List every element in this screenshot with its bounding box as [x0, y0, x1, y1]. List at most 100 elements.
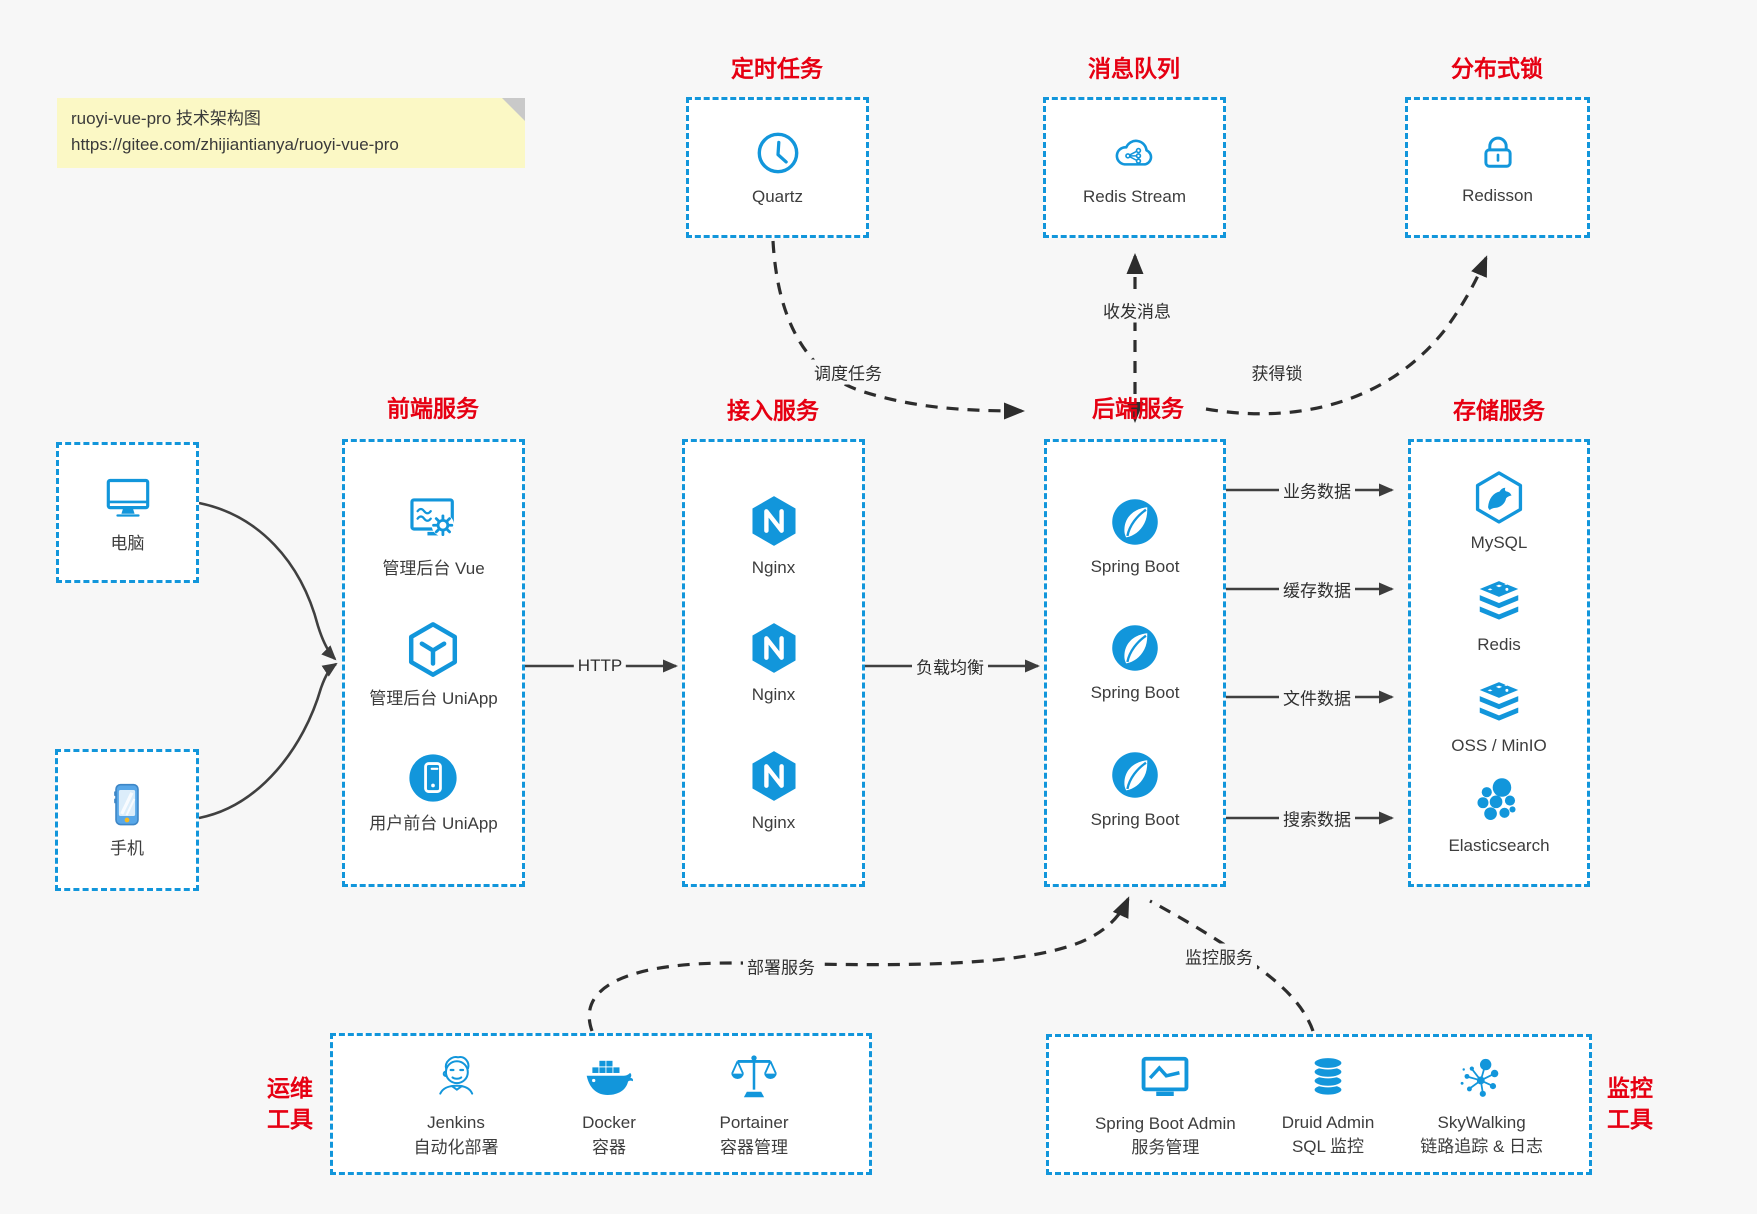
edge-label-deploy-service: 部署服务: [743, 953, 819, 979]
node-label-springboot-3: Spring Boot: [1090, 809, 1180, 829]
cloud-stream-icon: [1105, 127, 1163, 179]
edge-deploy-service: [587, 896, 1130, 1032]
group-title-scheduled: 定时任务: [731, 55, 823, 82]
node-mysql: MySQL: [1470, 469, 1528, 554]
node-sublabel-docker: 容器: [592, 1137, 626, 1157]
node-druid-admin: Druid Admin SQL 监控: [1281, 1051, 1375, 1158]
edge-schedule-task: [771, 240, 1025, 420]
box-phone-client: 手机: [55, 749, 199, 891]
node-label-druid-admin: Druid Admin: [1281, 1112, 1375, 1132]
node-docker: Docker 容器: [579, 1049, 639, 1158]
group-title-monitoring: 监控 工具: [1607, 1073, 1653, 1135]
skywalking-icon: [1456, 1051, 1508, 1105]
note-title: ruoyi-vue-pro 技术架构图: [71, 109, 261, 128]
node-spring-boot-admin: Spring Boot Admin 服务管理: [1095, 1050, 1236, 1159]
redis-icon: [1471, 571, 1527, 627]
box-scheduled: Quartz: [686, 97, 869, 238]
node-nginx-2: Nginx: [747, 619, 801, 706]
oss-minio-icon: [1471, 672, 1527, 728]
node-springboot-1: Spring Boot: [1090, 495, 1180, 578]
docker-icon: [579, 1049, 639, 1105]
group-title-lock: 分布式锁: [1451, 55, 1543, 82]
node-label-redis-stream: Redis Stream: [1083, 186, 1186, 206]
node-user-uniapp: 用户前台 UniApp: [369, 750, 498, 835]
node-sublabel-jenkins: 自动化部署: [413, 1137, 499, 1157]
node-springboot-3: Spring Boot: [1090, 748, 1180, 831]
node-nginx-3: Nginx: [747, 747, 801, 834]
node-quartz: Quartz: [752, 127, 804, 208]
node-redis-stream: Redis Stream: [1083, 127, 1186, 208]
edge-label-send-receive-message: 收发消息: [1099, 297, 1175, 323]
node-label-oss-minio: OSS / MinIO: [1451, 736, 1547, 756]
edge-label-business-data: 业务数据: [1279, 477, 1355, 503]
node-phone: 手机: [101, 779, 153, 860]
ops-title-line2: 工具: [267, 1106, 313, 1132]
node-label-jenkins: Jenkins: [427, 1113, 485, 1133]
ops-title-line1: 运维: [267, 1074, 313, 1101]
node-admin-uniapp: 管理后台 UniApp: [369, 619, 498, 710]
node-label-mysql: MySQL: [1470, 532, 1528, 552]
admin-vue-icon: [403, 491, 465, 551]
node-springboot-2: Spring Boot: [1090, 621, 1180, 704]
druid-icon: [1302, 1051, 1354, 1105]
box-lock: Redisson: [1405, 97, 1590, 238]
node-jenkins: Jenkins 自动化部署: [414, 1049, 499, 1158]
node-sublabel-spring-boot-admin: 服务管理: [1131, 1138, 1200, 1157]
monitoring-title-line1: 监控: [1607, 1074, 1653, 1101]
node-label-spring-boot-admin: Spring Boot Admin: [1094, 1113, 1236, 1133]
node-sublabel-skywalking: 链路追踪 & 日志: [1420, 1137, 1544, 1156]
node-oss-minio: OSS / MinIO: [1451, 672, 1547, 757]
spring-boot-icon: [1108, 495, 1162, 549]
node-label-user-uniapp: 用户前台 UniApp: [369, 813, 498, 833]
node-label-elasticsearch: Elasticsearch: [1448, 836, 1550, 856]
node-label-skywalking: SkyWalking: [1437, 1112, 1526, 1132]
spring-boot-icon: [1108, 621, 1162, 675]
smartphone-icon: [101, 779, 153, 831]
edge-label-schedule-task: 调度任务: [810, 359, 886, 385]
node-admin-vue: 管理后台 Vue: [382, 491, 485, 580]
note-url: https://gitee.com/zhijiantianya/ruoyi-vu…: [71, 135, 399, 154]
node-label-nginx-2: Nginx: [751, 685, 796, 705]
spring-boot-icon: [1108, 748, 1162, 802]
group-title-backend: 后端服务: [1092, 395, 1184, 422]
node-sublabel-portainer: 容器管理: [719, 1137, 788, 1157]
node-label-pc: 电脑: [110, 533, 145, 553]
desktop-icon: [100, 470, 156, 526]
user-app-icon: [405, 750, 461, 806]
box-ops-tools: Jenkins 自动化部署 Docker 容器 Portainer 容器管理: [330, 1033, 872, 1175]
box-monitoring-tools: Spring Boot Admin 服务管理 Druid Admin SQL 监…: [1046, 1034, 1592, 1175]
nginx-icon: [747, 747, 801, 805]
edge-label-monitor-service: 监控服务: [1181, 943, 1257, 969]
node-label-phone: 手机: [110, 839, 144, 859]
edge-label-acquire-lock: 获得锁: [1247, 359, 1307, 385]
nginx-icon: [747, 619, 801, 677]
box-storage: MySQL Redis OSS / MinIO Elasticsearch: [1408, 439, 1590, 887]
edge-label-file-data: 文件数据: [1279, 684, 1355, 710]
node-label-portainer: Portainer: [719, 1113, 789, 1133]
edge-label-cache-data: 缓存数据: [1279, 576, 1355, 602]
edge-phone-to-frontend: [198, 662, 338, 820]
portainer-icon: [727, 1049, 781, 1105]
box-backend: Spring Boot Spring Boot Spring Boot: [1044, 439, 1226, 887]
edge-label-search-data: 搜索数据: [1279, 805, 1355, 831]
node-label-docker: Docker: [582, 1113, 636, 1133]
node-label-springboot-1: Spring Boot: [1090, 557, 1180, 577]
box-access: Nginx Nginx Nginx: [682, 439, 865, 887]
node-label-nginx-3: Nginx: [751, 812, 796, 832]
edge-label-http: HTTP: [573, 656, 627, 676]
node-redisson: Redisson: [1462, 128, 1533, 207]
node-sublabel-druid-admin: SQL 监控: [1291, 1137, 1365, 1156]
node-portainer: Portainer 容器管理: [719, 1049, 789, 1158]
box-mq: Redis Stream: [1043, 97, 1226, 238]
spring-boot-admin-icon: [1136, 1050, 1194, 1106]
group-title-storage: 存储服务: [1453, 397, 1545, 424]
node-label-springboot-2: Spring Boot: [1090, 683, 1180, 703]
edge-acquire-lock: [1205, 255, 1488, 416]
edge-pc-to-frontend: [198, 501, 337, 661]
node-elasticsearch: Elasticsearch: [1448, 774, 1550, 857]
node-label-redisson: Redisson: [1462, 185, 1533, 205]
node-skywalking: SkyWalking 链路追踪 & 日志: [1420, 1051, 1543, 1158]
sticky-note: ruoyi-vue-pro 技术架构图 https://gitee.com/zh…: [57, 98, 525, 168]
monitoring-title-line2: 工具: [1607, 1106, 1653, 1132]
